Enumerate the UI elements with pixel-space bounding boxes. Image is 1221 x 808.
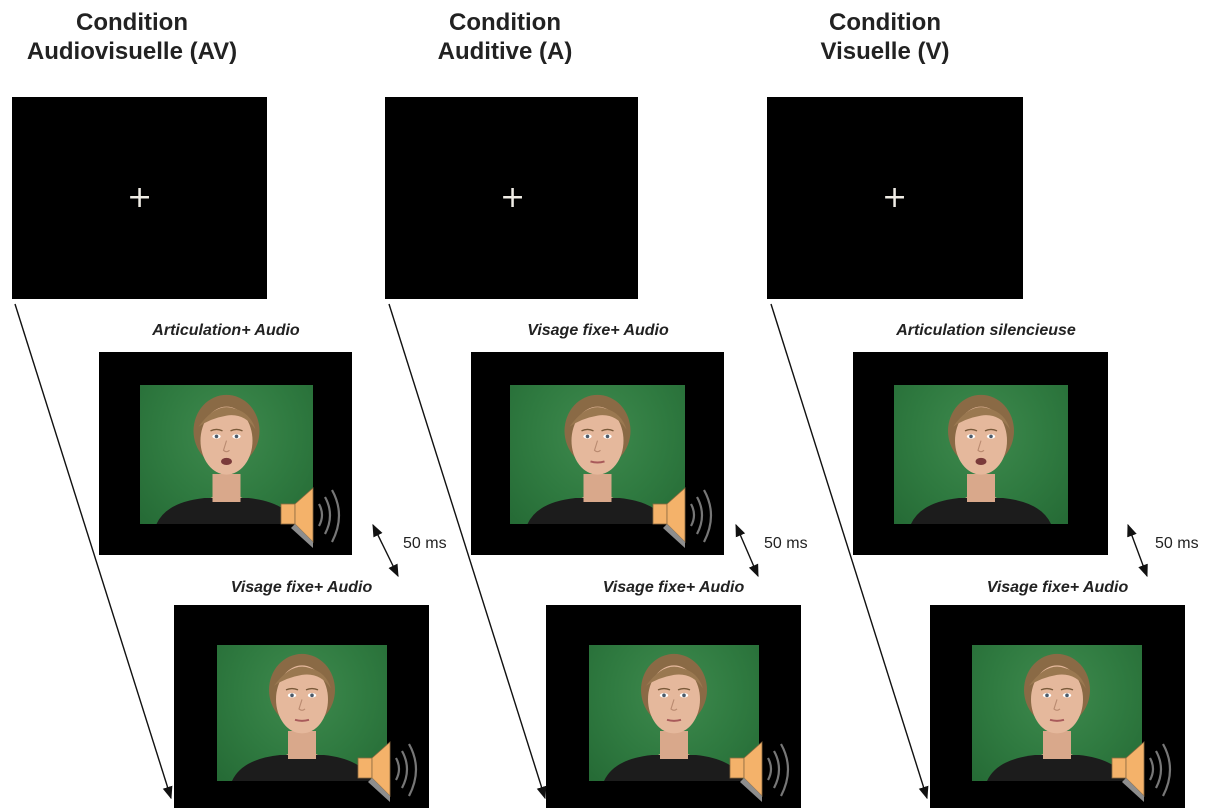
- speaker-face-image: [232, 653, 372, 781]
- shirt: [156, 498, 297, 524]
- condition-title-line1: Condition: [449, 9, 561, 36]
- plus-icon: +: [882, 180, 908, 215]
- mouth-closed: [666, 718, 682, 722]
- fixation-screen-av: +: [12, 97, 267, 299]
- phase-label-a-first: Visage fixe+ Audio: [527, 322, 669, 339]
- condition-title-a: Condition Auditive (A): [375, 8, 635, 66]
- plus-icon: +: [127, 180, 153, 215]
- mouth-open: [975, 457, 987, 466]
- mouth-closed: [294, 718, 310, 722]
- speaker-icon: [729, 741, 790, 802]
- phase-label-v-first: Articulation silencieuse: [896, 322, 1076, 339]
- speaker-face-image: [987, 653, 1127, 781]
- plus-icon: +: [500, 180, 526, 215]
- fixation-screen-a: +: [385, 97, 638, 299]
- video-screen-av-first: [99, 352, 352, 555]
- speaker-icon: [357, 741, 418, 802]
- delay-label-a: 50 ms: [764, 535, 808, 552]
- video-screen-v-second: [930, 605, 1185, 808]
- phase-label-a-second: Visage fixe+ Audio: [602, 579, 745, 596]
- phase-label-av-second: Visage fixe+ Audio: [230, 579, 373, 596]
- speaker-icon: [280, 487, 341, 548]
- speaker-face-image: [911, 394, 1051, 524]
- delay-arrow-v: [1127, 523, 1148, 578]
- speaker-icon: [652, 487, 713, 548]
- mouth-open: [221, 457, 232, 466]
- condition-title-line1: Condition: [76, 9, 188, 36]
- condition-title-line2: Visuelle (V): [820, 38, 950, 65]
- shirt: [987, 755, 1127, 781]
- mouth-closed: [590, 460, 605, 464]
- phase-label-v-second: Visage fixe+ Audio: [986, 579, 1129, 596]
- shirt: [604, 755, 744, 781]
- delay-label-v: 50 ms: [1155, 535, 1199, 552]
- condition-title-av: Condition Audiovisuelle (AV): [2, 8, 262, 66]
- speaker-face-image: [527, 394, 668, 524]
- mouth-closed: [1049, 718, 1065, 722]
- condition-title-line2: Auditive (A): [437, 38, 573, 65]
- delay-arrow-a: [735, 523, 759, 578]
- phase-label-av-first: Articulation+ Audio: [152, 322, 300, 339]
- condition-title-line2: Audiovisuelle (AV): [26, 38, 238, 65]
- shirt: [232, 755, 372, 781]
- delay-label-av: 50 ms: [403, 535, 447, 552]
- condition-title-line1: Condition: [829, 9, 941, 36]
- delay-arrow-av: [372, 523, 399, 578]
- speaker-face-image: [156, 394, 297, 524]
- fixation-screen-v: +: [767, 97, 1023, 299]
- shirt: [911, 498, 1051, 524]
- speaker-face-image: [604, 653, 744, 781]
- video-screen-v-first: [853, 352, 1108, 555]
- video-frame-articulating: [894, 385, 1068, 524]
- speaker-icon: [1111, 741, 1172, 802]
- shirt: [527, 498, 668, 524]
- condition-title-v: Condition Visuelle (V): [755, 8, 1015, 66]
